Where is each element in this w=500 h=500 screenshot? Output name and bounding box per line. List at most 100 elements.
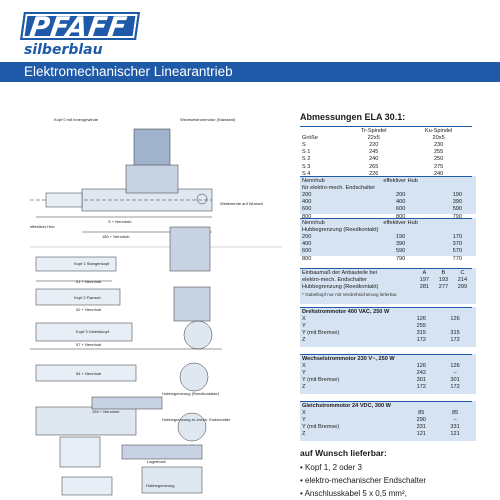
abm-cell: S 1 bbox=[302, 149, 311, 156]
nenn2-cell: 570 bbox=[452, 248, 463, 255]
options-title: auf Wunsch lieferbar: bbox=[300, 448, 387, 458]
abm-cell: 220 bbox=[369, 141, 379, 148]
gleich-cell: 331 bbox=[450, 424, 460, 431]
dimensions-section: Abmessungen ELA 30.1: Tr-Spindel Ku-Spin… bbox=[300, 112, 480, 177]
abm-cell: 255 bbox=[433, 149, 444, 156]
nenn2-head-0: Nennhub bbox=[302, 219, 325, 226]
einbau-cell: 281 bbox=[419, 283, 430, 290]
wech-cell: 126 bbox=[450, 362, 460, 369]
gleich-cell: 85 bbox=[451, 409, 459, 416]
nenn2-cell: 600 bbox=[302, 248, 312, 255]
label-hub-el: Hubbegrenzung el.-mech. Endschalter bbox=[162, 417, 231, 422]
wech-cell: – bbox=[453, 369, 457, 376]
nenn1-cell: 400 bbox=[302, 199, 312, 206]
abm-cell: 240 bbox=[369, 156, 379, 163]
abm-cell: S bbox=[302, 141, 306, 148]
dreh-cell: 255 bbox=[416, 322, 426, 329]
nenn1-cell: 600 bbox=[395, 206, 406, 213]
abm-cell: S 3 bbox=[302, 163, 311, 170]
nenn1-cell: 600 bbox=[302, 206, 312, 213]
gleichstrom-title: Gleichstrommotor 24 VDC, 300 W bbox=[302, 402, 391, 409]
nenn2-head-1: effektiver Hub bbox=[383, 219, 418, 226]
pfaff-logo: PFAFF silberblau bbox=[20, 12, 140, 58]
nenn2-cell: 800 bbox=[302, 255, 312, 262]
nenn2-cell: 190 bbox=[395, 233, 406, 240]
dreh-cell: 315 bbox=[450, 330, 460, 337]
wech-cell: 301 bbox=[416, 377, 426, 384]
wech-cell: 242 bbox=[416, 369, 426, 376]
einbau-cell: 277 bbox=[438, 283, 449, 290]
label-nennhub-54: 54 + Nennhub bbox=[76, 371, 102, 376]
nenn2-sub: Hubbegrenzung (Reedkontakt) bbox=[302, 226, 379, 233]
dreh-cell: 126 bbox=[450, 315, 460, 322]
einbau-head-1: A bbox=[422, 269, 427, 276]
gleich-cell: X bbox=[302, 409, 306, 416]
nenn2-cell: 170 bbox=[452, 233, 463, 240]
einbau-cell: 214 bbox=[457, 276, 468, 283]
label-kopf1: Kopf 1 Stangenkopf bbox=[74, 261, 110, 266]
label-nennhub-57: 57 + Nennhub bbox=[76, 342, 102, 347]
gleich-cell: – bbox=[453, 416, 457, 423]
page-title: Elektromechanischer Linearantrieb bbox=[24, 64, 233, 79]
nenn1-cell: 390 bbox=[452, 199, 463, 206]
options-item: Anschlusskabel 5 x 0,5 mm², bbox=[300, 489, 480, 498]
wechselstrom-title: Wechselstrommotor 230 V~, 250 W bbox=[302, 355, 395, 362]
dreh-cell: 126 bbox=[416, 315, 426, 322]
nenn1-head-2 bbox=[443, 177, 472, 185]
abm-head2-0: Größe bbox=[302, 134, 318, 141]
abm-head-2: Ku-Spindel bbox=[424, 127, 453, 134]
abm-cell: S 4 bbox=[302, 170, 311, 177]
einbau-table: Einbaumaß der Anbauteile bei A B C elekt… bbox=[300, 268, 476, 304]
abm-cell: 226 bbox=[369, 170, 379, 177]
gleich-cell: 85 bbox=[418, 409, 425, 416]
dreh-cell: 315 bbox=[416, 330, 426, 337]
nenn1-cell: 200 bbox=[395, 191, 406, 198]
abm-head-1: Tr-Spindel bbox=[360, 127, 387, 134]
gleich-cell: Y bbox=[302, 416, 306, 423]
options-item: Kopf 1, 2 oder 3 bbox=[300, 463, 480, 472]
label-nennhub-180: 180 + Nennhub bbox=[102, 234, 130, 239]
nenn1-sub: für elektro-mech. Endschalter bbox=[302, 184, 376, 191]
einbau-cell: 299 bbox=[457, 283, 468, 290]
gleichstrom-table: Gleichstrommotor 24 VDC, 300 W X 85 85 Y 29… bbox=[300, 401, 476, 441]
dreh-cell: Z bbox=[302, 337, 306, 344]
nenn1-cell: 190 bbox=[452, 191, 463, 198]
label-nennhub-52: 52 + Nennhub bbox=[76, 307, 102, 312]
dreh-cell: 172 bbox=[450, 337, 460, 344]
nennhub-table-2: Nennhub effektiver Hub Hubbegrenzung (Re… bbox=[300, 218, 476, 262]
logo-subtitle: silberblau bbox=[24, 42, 103, 58]
label-nennhub: S + Nennhub bbox=[108, 219, 132, 224]
abm-cell: 240 bbox=[433, 170, 444, 177]
gleich-cell: 121 bbox=[450, 431, 460, 438]
einbau-head-2: B bbox=[441, 269, 446, 276]
nenn1-head-0: Nennhub bbox=[302, 177, 325, 184]
dreh-cell: 172 bbox=[416, 337, 426, 344]
einbau-cell: elektro-mech. Endschalter bbox=[302, 276, 367, 283]
dreh-cell bbox=[438, 322, 472, 329]
label-eff-hub: effektiver Hub bbox=[30, 224, 55, 229]
label-nennhub-51: 51 + Nennhub bbox=[76, 279, 102, 284]
technical-drawing: Kopf 0 mit Innengewinde Wellenende auf W… bbox=[22, 97, 284, 500]
gleich-cell: 121 bbox=[416, 431, 426, 438]
gleich-cell: 290 bbox=[416, 416, 426, 423]
nenn2-cell: 590 bbox=[395, 248, 406, 255]
abm-head2-1: 22x5 bbox=[367, 134, 380, 141]
label-nennhub-154: 154 + Nennhub bbox=[92, 409, 120, 414]
options-section: auf Wunsch lieferbar: Kopf 1, 2 oder 3 e… bbox=[300, 448, 480, 500]
nenn1-cell: 800 bbox=[302, 213, 312, 220]
abm-cell: 250 bbox=[433, 156, 444, 163]
wech-cell: Y (mit Bremse) bbox=[302, 377, 340, 384]
abm-head-0 bbox=[300, 127, 342, 135]
wech-cell: Z bbox=[302, 384, 306, 391]
wech-cell: 126 bbox=[416, 362, 426, 369]
einbau-note: * Gabelkopf nur mit Verdrehsicherung lie… bbox=[302, 291, 398, 297]
label-wellenende: Wellenende auf Wunsch bbox=[220, 201, 263, 206]
nenn1-head-1: effektiver Hub bbox=[383, 177, 418, 184]
nenn1-cell: 800 bbox=[395, 213, 406, 220]
gleich-cell: Z bbox=[302, 431, 306, 438]
dreh-cell: X bbox=[302, 315, 306, 322]
gleich-cell: 331 bbox=[416, 424, 426, 431]
nenn2-cell: 390 bbox=[395, 241, 406, 248]
